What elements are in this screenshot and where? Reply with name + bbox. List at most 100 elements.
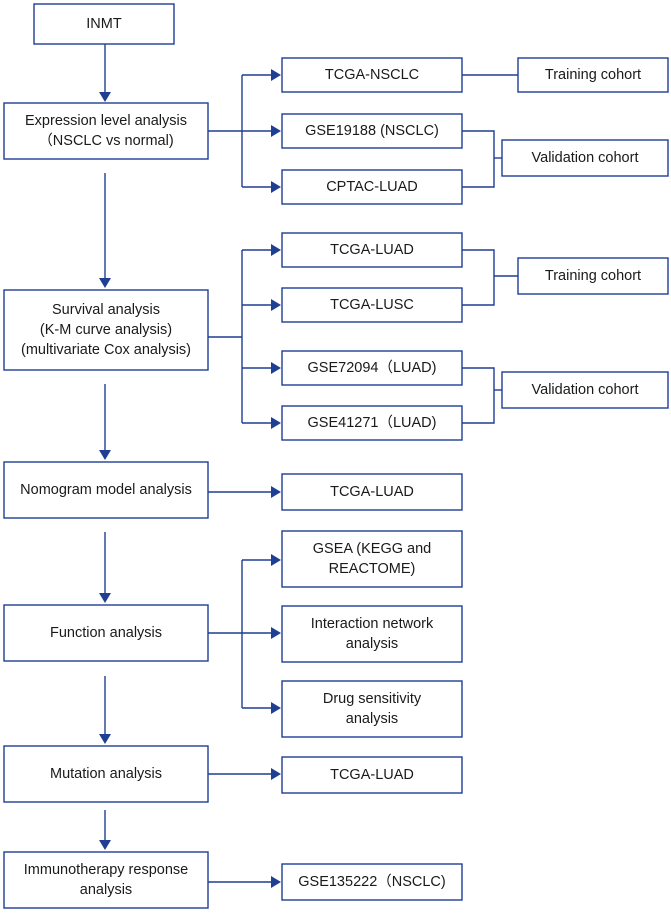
node-box xyxy=(517,257,669,295)
node-box xyxy=(281,473,463,511)
node-cptac-luad: CPTAC-LUAD xyxy=(281,169,463,205)
node-label: analysis xyxy=(346,711,398,727)
arrowhead-17 xyxy=(271,702,281,714)
node-box xyxy=(281,756,463,794)
node-tcga-nsclc: TCGA-NSCLC xyxy=(281,57,463,93)
arrowhead-6 xyxy=(99,840,111,850)
node-tcga-lusc: TCGA-LUSC xyxy=(281,287,463,323)
node-validation-1: Validation cohort xyxy=(501,139,669,177)
validation-bracket-2 xyxy=(462,367,495,424)
arrowhead-18 xyxy=(271,768,281,780)
node-box xyxy=(281,232,463,268)
node-gse41271: GSE41271（LUAD) xyxy=(281,405,463,441)
node-label: Interaction network xyxy=(311,616,434,632)
node-training-2: Training cohort xyxy=(517,257,669,295)
training-bracket-2 xyxy=(462,249,495,306)
arrowhead-12 xyxy=(271,362,281,374)
node-label: INMT xyxy=(86,16,122,32)
node-box xyxy=(281,680,463,738)
node-label: GSE72094（LUAD) xyxy=(308,359,437,376)
arrowhead-19 xyxy=(271,876,281,888)
node-label: GSE41271（LUAD) xyxy=(308,414,437,431)
arrowhead-2 xyxy=(99,278,111,288)
arrowhead-14 xyxy=(271,486,281,498)
node-interaction: Interaction network analysis xyxy=(281,605,463,663)
node-label: CPTAC-LUAD xyxy=(326,179,418,195)
validation-bracket-1 xyxy=(462,130,495,188)
node-validation-2: Validation cohort xyxy=(501,371,669,409)
node-training-1: Training cohort xyxy=(517,57,669,93)
node-box xyxy=(281,405,463,441)
node-label: Survival analysis xyxy=(52,302,160,318)
node-label: TCGA-LUAD xyxy=(330,242,414,258)
node-label: GSE19188 (NSCLC) xyxy=(305,123,439,139)
node-box xyxy=(281,605,463,663)
node-label: TCGA-LUAD xyxy=(330,767,414,783)
node-label: Function analysis xyxy=(50,625,162,641)
arrowhead-10 xyxy=(271,244,281,256)
node-tcga-luad-1: TCGA-LUAD xyxy=(281,232,463,268)
node-label: TCGA-LUAD xyxy=(330,484,414,500)
node-label: analysis xyxy=(80,882,132,898)
node-tcga-luad-3: TCGA-LUAD xyxy=(281,756,463,794)
node-box xyxy=(281,530,463,588)
node-inmt: INMT xyxy=(33,3,175,45)
node-label: (multivariate Cox analysis) xyxy=(21,342,191,358)
node-label: GSEA (KEGG and xyxy=(313,541,431,557)
node-label: Validation cohort xyxy=(532,382,639,398)
node-box xyxy=(3,851,209,909)
arrowhead-5 xyxy=(99,734,111,744)
node-box xyxy=(281,57,463,93)
node-box xyxy=(3,745,209,803)
node-label: TCGA-NSCLC xyxy=(325,67,419,83)
node-label: (K-M curve analysis) xyxy=(40,322,172,338)
arrowhead-16 xyxy=(271,627,281,639)
node-box xyxy=(281,169,463,205)
node-box xyxy=(281,113,463,149)
arrowhead-15 xyxy=(271,554,281,566)
connector-lines xyxy=(99,44,518,888)
node-gse135222: GSE135222（NSCLC) xyxy=(281,863,463,901)
arrowhead-1 xyxy=(99,92,111,102)
node-label: Training cohort xyxy=(545,268,641,284)
node-box xyxy=(281,350,463,386)
node-box xyxy=(501,371,669,409)
node-label: Nomogram model analysis xyxy=(20,482,192,498)
arrowhead-3 xyxy=(99,450,111,460)
node-label: Expression level analysis xyxy=(25,113,187,129)
node-label: Mutation analysis xyxy=(50,766,162,782)
node-drug: Drug sensitivity analysis xyxy=(281,680,463,738)
node-gse72094: GSE72094（LUAD) xyxy=(281,350,463,386)
node-label: TCGA-LUSC xyxy=(330,297,414,313)
node-label: Drug sensitivity xyxy=(323,691,422,707)
node-survival: Survival analysis (K-M curve analysis) (mu… xyxy=(3,289,209,371)
node-label: GSE135222（NSCLC) xyxy=(298,873,446,890)
arrowhead-7 xyxy=(271,69,281,81)
arrowhead-4 xyxy=(99,593,111,603)
arrowhead-13 xyxy=(271,417,281,429)
node-tcga-luad-2: TCGA-LUAD xyxy=(281,473,463,511)
flowchart-nodes: INMT Expression level analysis （NSCLC vs n… xyxy=(3,3,669,909)
node-box xyxy=(517,57,669,93)
node-label: REACTOME) xyxy=(329,561,416,577)
node-gse19188: GSE19188 (NSCLC) xyxy=(281,113,463,149)
node-box xyxy=(3,289,209,371)
node-box xyxy=(33,3,175,45)
node-label: （NSCLC vs normal) xyxy=(38,132,173,149)
node-box xyxy=(501,139,669,177)
node-label: Immunotherapy response xyxy=(24,862,188,878)
node-label: Validation cohort xyxy=(532,150,639,166)
arrowhead-11 xyxy=(271,299,281,311)
arrowhead-8 xyxy=(271,125,281,137)
node-box xyxy=(3,102,209,160)
node-box xyxy=(3,604,209,662)
arrowhead-9 xyxy=(271,181,281,193)
node-label: analysis xyxy=(346,636,398,652)
node-function: Function analysis xyxy=(3,604,209,662)
node-immunotherapy: Immunotherapy response analysis xyxy=(3,851,209,909)
node-box xyxy=(281,863,463,901)
node-nomogram: Nomogram model analysis xyxy=(3,461,209,519)
node-box xyxy=(281,287,463,323)
